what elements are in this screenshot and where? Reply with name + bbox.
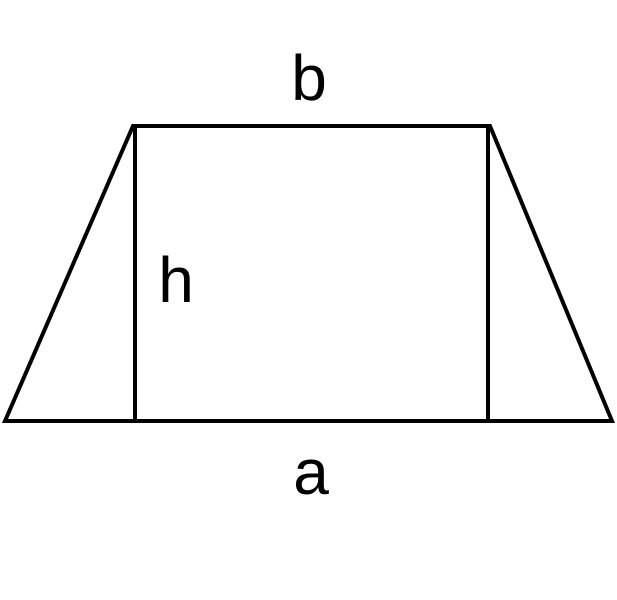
label-bottom-base: a (293, 436, 329, 508)
trapezoid-outline (1, 124, 615, 423)
label-height: h (158, 244, 194, 316)
label-top-base: b (291, 42, 327, 114)
